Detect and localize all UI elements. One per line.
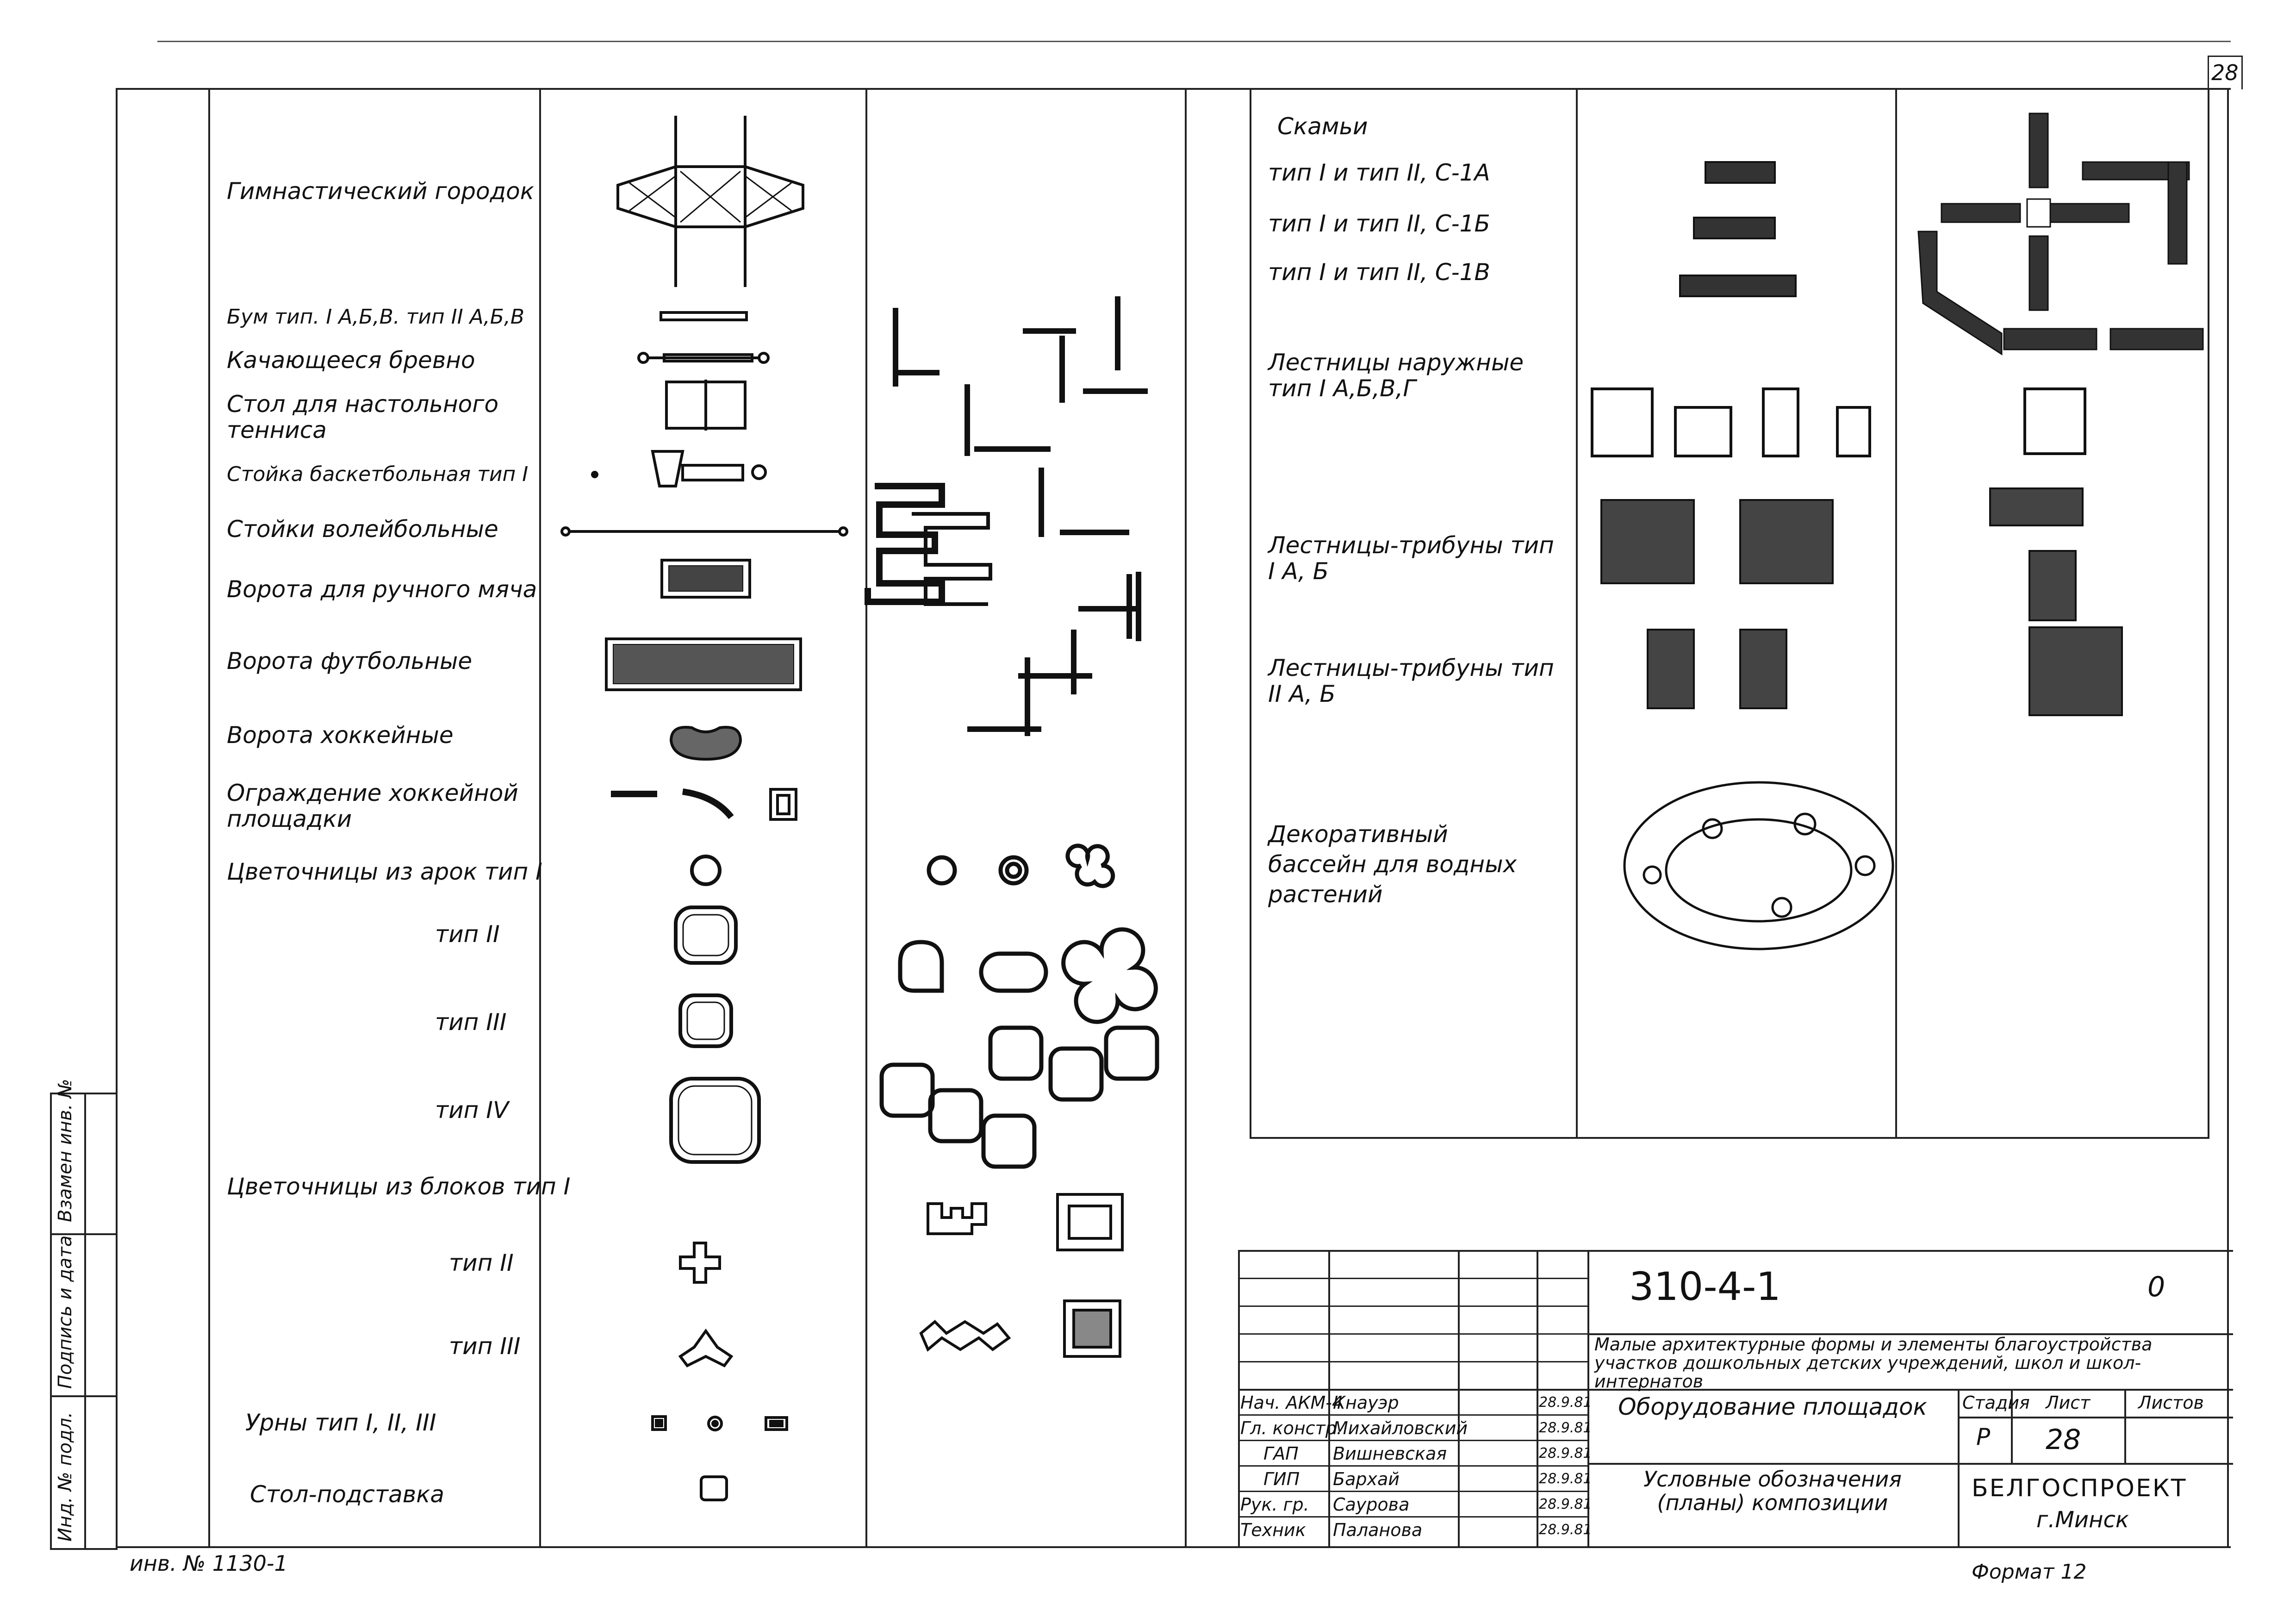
pool-symbol: [1623, 781, 1894, 950]
label-fence: Ограждение хоккейной площадки: [227, 780, 518, 832]
hockey-fence-symbol: [611, 788, 734, 819]
project-title: Малые архитектурные формы и элементы бла…: [1594, 1334, 2153, 1392]
gym-town-symbol: [616, 116, 804, 287]
sig-name: Паланова: [1333, 1520, 1423, 1540]
hockey-fence-post-symbol: [769, 788, 797, 821]
sheet-title-1: Оборудование площадок: [1618, 1393, 1927, 1420]
sig-date: 28.9.81: [1539, 1420, 1592, 1436]
stand-symbols: [1600, 487, 2123, 716]
composition-blocks: [919, 1193, 1124, 1358]
log-symbol: [637, 352, 770, 364]
composition-spiral: [865, 483, 945, 605]
sig-name: Кнауэр: [1333, 1393, 1399, 1413]
label-arch-4: тип IV: [435, 1097, 509, 1124]
organization: БЕЛГОСПРОЕКТ: [1972, 1474, 2187, 1502]
label-table-stand: Стол-подставка: [250, 1481, 445, 1508]
inventory-note: инв. № 1130-1: [130, 1551, 288, 1576]
label-log: Качающееся бревно: [227, 347, 475, 374]
label-stands-2: Лестницы-трибуны тип II А, Б: [1268, 655, 1554, 707]
sheet-value: 28: [2046, 1424, 2081, 1456]
sheet-title-2: Условные обозначения (планы) композиции: [1643, 1467, 1902, 1515]
sig-role: ГАП: [1263, 1443, 1299, 1464]
block-flowerbeds-symbols: [678, 1242, 734, 1368]
urns-symbols: [651, 1415, 788, 1431]
arch-flowerbeds-symbols: [669, 855, 761, 1164]
composition-s-shape: [912, 512, 992, 606]
sig-date: 28.9.81: [1539, 1445, 1592, 1462]
label-benches: Скамьи: [1277, 113, 1368, 140]
sheet-corner-number: 28: [2211, 60, 2239, 85]
label-arch-2: тип II: [435, 921, 500, 948]
composition-flowerbeds: [879, 843, 1159, 1169]
label-tennis: Стол для настольного тенниса: [227, 391, 499, 443]
label-block-2: тип II: [449, 1249, 514, 1276]
label-bench-b: тип I и тип II, С-1Б: [1268, 210, 1490, 237]
composition-beams: [893, 296, 1148, 736]
volley-stands-symbol: [560, 526, 848, 537]
label-football: Ворота футбольные: [227, 648, 473, 675]
sig-role: Рук. гр.: [1240, 1494, 1309, 1515]
label-bench-c: тип I и тип II, С-1В: [1268, 259, 1490, 286]
beam-symbol: [660, 311, 748, 321]
table-stand-symbol: [700, 1475, 728, 1501]
handball-goal-symbol: [660, 559, 751, 599]
hockey-goal-symbol: [669, 725, 742, 761]
label-bench-a: тип I и тип II, С-1А: [1268, 159, 1490, 186]
label-pool: Декоративный бассейн для водных растений: [1268, 821, 1517, 908]
project-code-suffix: 0: [2147, 1271, 2165, 1303]
sig-role: ГИП: [1263, 1469, 1300, 1489]
label-beam: Бум тип. I А,Б,В. тип II А,Б,В: [227, 305, 525, 329]
sig-date: 28.9.81: [1539, 1496, 1592, 1512]
label-basket: Стойка баскетбольная тип I: [227, 462, 529, 486]
label-hockey: Ворота хоккейные: [227, 722, 454, 749]
sheet-label: Лист: [2046, 1393, 2091, 1413]
tennis-table-symbol: [665, 380, 747, 431]
label-arch-1: Цветочницы из арок тип I: [227, 858, 542, 885]
sig-date: 28.9.81: [1539, 1394, 1592, 1411]
label-block-1: Цветочницы из блоков тип I: [227, 1173, 571, 1200]
project-code: 310-4-1: [1629, 1264, 1781, 1309]
sig-date: 28.9.81: [1539, 1522, 1592, 1538]
sheet-corner-box: [2208, 56, 2243, 89]
label-stairs: Лестницы наружные тип I А,Б,В,Г: [1268, 349, 1524, 402]
bench-symbols: [1679, 161, 1797, 297]
label-handball: Ворота для ручного мяча: [227, 576, 537, 603]
city: г.Минск: [2036, 1507, 2129, 1533]
sig-role: Техник: [1240, 1520, 1306, 1540]
basketball-stand-symbol: [591, 450, 767, 487]
side-stamp: [50, 1093, 118, 1550]
football-goal-symbol: [605, 637, 802, 691]
label-urns: Урны тип I, II, III: [245, 1409, 436, 1436]
format-label: Формат 12: [1972, 1560, 2087, 1584]
label-arch-3: тип III: [435, 1009, 507, 1036]
label-block-3: тип III: [449, 1333, 521, 1360]
label-stands-1: Лестницы-трибуны тип I А, Б: [1268, 532, 1554, 585]
stage-label: Стадия: [1962, 1393, 2030, 1413]
sig-name: Бархай: [1333, 1469, 1400, 1489]
outer-stairs-symbols: [1591, 387, 2086, 457]
sig-name: Михайловский: [1333, 1418, 1468, 1438]
sig-role: Гл. констр.: [1240, 1418, 1342, 1438]
stage-value: Р: [1976, 1424, 1991, 1450]
sig-name: Вишневская: [1333, 1443, 1447, 1464]
sig-date: 28.9.81: [1539, 1471, 1592, 1487]
bench-compositions: [1917, 112, 2204, 356]
sheets-label: Листов: [2138, 1393, 2204, 1413]
label-gym: Гимнастический городок: [227, 178, 534, 205]
label-volley: Стойки волейбольные: [227, 516, 498, 543]
sig-name: Саурова: [1333, 1494, 1410, 1515]
sig-role: Нач. АКМ-4: [1240, 1393, 1344, 1413]
